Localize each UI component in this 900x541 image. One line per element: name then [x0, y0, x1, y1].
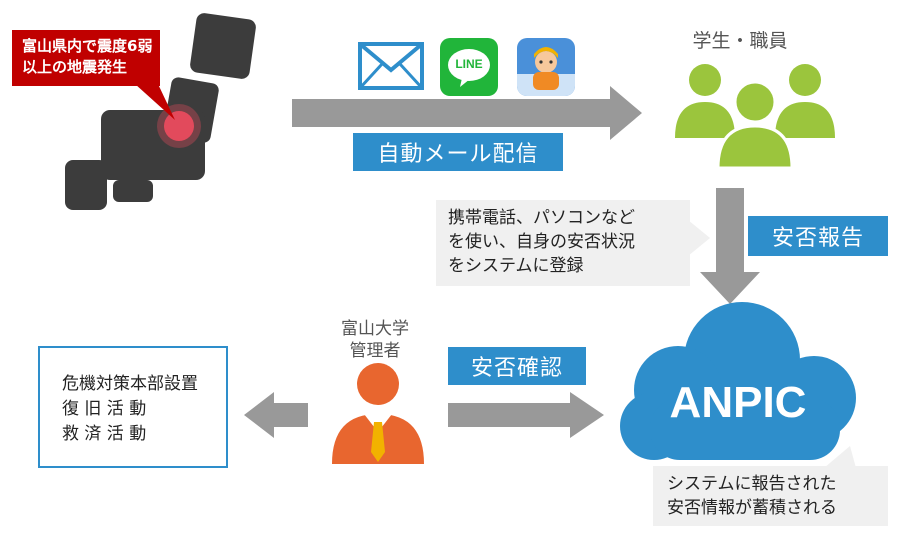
phone-note-line-1: 携帯電話、パソコンなど — [448, 208, 635, 228]
arrow-down — [700, 188, 760, 304]
envelope-icon — [358, 42, 424, 90]
admin-line-1: 富山大学 — [341, 319, 409, 339]
cloud-name: ANPIC — [669, 378, 807, 427]
phone-note-line-3: をシステムに登録 — [448, 256, 584, 276]
alert-pointer — [135, 84, 175, 120]
japan-map-icon — [65, 13, 256, 210]
alert-line-1: 富山県内で震度6弱 — [22, 37, 153, 55]
students-staff-title: 学生・職員 — [692, 30, 788, 52]
anpic-app-icon — [517, 38, 575, 96]
report-label: 安否報告 — [748, 216, 888, 256]
phone-note-line-2: を使い、自身の安否状況 — [448, 232, 635, 252]
cloud-note: システムに報告された 安否情報が蓄積される — [653, 466, 888, 526]
action-line-3: 救 済 活 動 — [62, 424, 147, 444]
line-app-label: LINE — [455, 57, 483, 71]
line-app-icon: LINE — [440, 38, 498, 96]
cloud-icon — [620, 302, 856, 460]
people-group-icon — [675, 64, 835, 170]
response-actions-box: 危機対策本部設置 復 旧 活 動 救 済 活 動 — [38, 346, 228, 468]
auto-mail-label: 自動メール配信 — [353, 133, 563, 171]
earthquake-alert: 富山県内で震度6弱 以上の地震発生 — [12, 30, 160, 86]
admin-title: 富山大学 管理者 — [330, 318, 420, 362]
administrator-icon — [332, 363, 424, 464]
arrow-right-confirm — [448, 392, 604, 438]
cloud-note-line-2: 安否情報が蓄積される — [667, 498, 837, 518]
phone-note-pointer — [688, 220, 710, 256]
cloud-note-pointer — [824, 446, 856, 468]
action-line-1: 危機対策本部設置 — [62, 374, 198, 394]
alert-line-2: 以上の地震発生 — [22, 58, 128, 76]
action-line-2: 復 旧 活 動 — [62, 399, 147, 419]
cloud-note-line-1: システムに報告された — [667, 474, 837, 494]
confirm-label: 安否確認 — [448, 347, 586, 385]
arrow-right-main — [292, 86, 642, 140]
phone-note: 携帯電話、パソコンなど を使い、自身の安否状況 をシステムに登録 — [436, 200, 690, 286]
arrow-left — [244, 392, 308, 438]
admin-line-2: 管理者 — [349, 341, 401, 361]
